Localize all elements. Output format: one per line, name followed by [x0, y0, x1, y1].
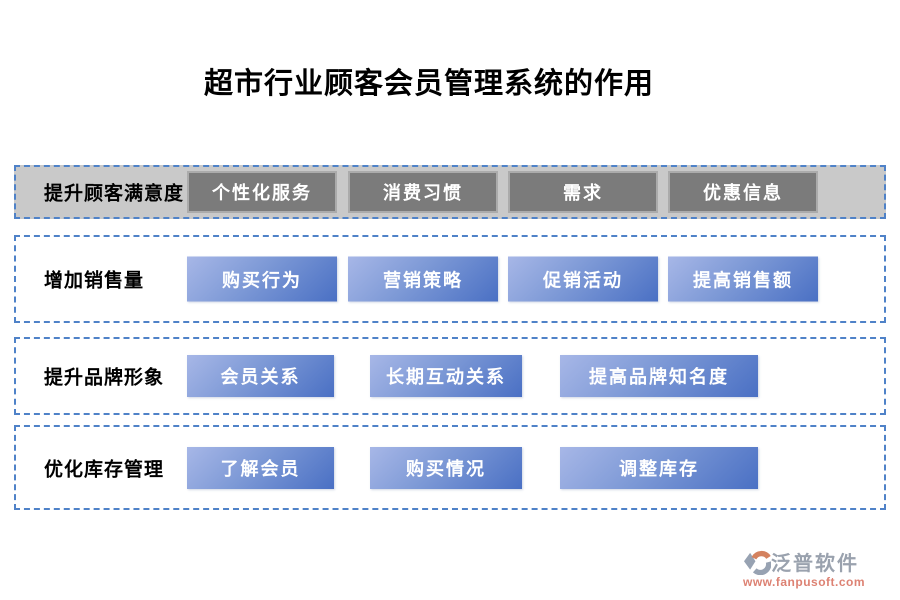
node-purchase-situation[interactable]: 购买情况	[370, 446, 522, 489]
group-inventory-management: 优化库存管理 了解会员 购买情况 调整库存	[14, 425, 886, 510]
group-label-inventory-management: 优化库存管理	[44, 459, 165, 480]
node-discount-info[interactable]: 优惠信息	[668, 171, 818, 213]
node-personalized-service[interactable]: 个性化服务	[187, 171, 337, 213]
group-label-brand-image: 提升品牌形象	[44, 367, 165, 389]
brand-watermark: 泛普软件 www.fanpusoft.com	[743, 547, 895, 589]
fanpu-logo-icon	[743, 549, 772, 575]
page-title: 超市行业顾客会员管理系统的作用	[203, 68, 654, 100]
node-know-members[interactable]: 了解会员	[187, 446, 334, 489]
node-member-relationship[interactable]: 会员关系	[187, 355, 334, 397]
group-label-customer-satisfaction: 提升顾客满意度	[44, 183, 185, 205]
group-label-increase-sales: 增加销售量	[44, 270, 145, 292]
node-long-term-interaction[interactable]: 长期互动关系	[370, 355, 522, 397]
group-customer-satisfaction: 提升顾客满意度 个性化服务 消费习惯 需求 优惠信息	[14, 165, 886, 219]
node-marketing-strategy[interactable]: 营销策略	[348, 256, 498, 302]
node-demand[interactable]: 需求	[508, 171, 658, 213]
node-brand-awareness[interactable]: 提高品牌知名度	[560, 355, 758, 397]
brand-url[interactable]: www.fanpusoft.com	[743, 575, 866, 589]
node-promotion-activity[interactable]: 促销活动	[508, 256, 658, 302]
brand-name: 泛普软件	[771, 553, 859, 575]
node-purchase-behavior[interactable]: 购买行为	[187, 256, 337, 302]
group-brand-image: 提升品牌形象 会员关系 长期互动关系 提高品牌知名度	[14, 337, 886, 415]
node-increase-sales-amount[interactable]: 提高销售额	[668, 256, 818, 302]
node-adjust-inventory[interactable]: 调整库存	[560, 446, 758, 489]
node-consumption-habits[interactable]: 消费习惯	[348, 171, 498, 213]
group-increase-sales: 增加销售量 购买行为 营销策略 促销活动 提高销售额	[14, 235, 886, 323]
